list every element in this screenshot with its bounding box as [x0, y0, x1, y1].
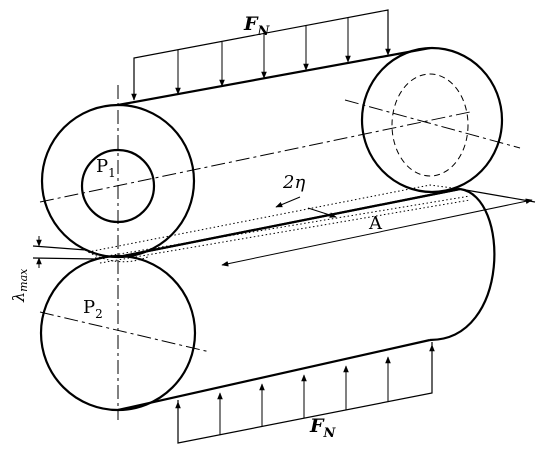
width-dimension-arrow [275, 196, 301, 208]
lower-roller-centerline [39, 311, 211, 353]
upper-roller-axis [39, 111, 471, 203]
bottom-force-frame [177, 342, 433, 444]
length-label: A [368, 213, 383, 234]
upper-roller-back-circle [360, 46, 504, 194]
top-force-arrows [131, 9, 391, 101]
indent-label: λmax [9, 268, 30, 303]
upper-roller-back-hidden-bore [391, 73, 469, 177]
force-bottom-label: FN [309, 415, 337, 441]
length-extension-line [459, 188, 536, 203]
width-label: 2η [282, 172, 305, 193]
contact-zone-upper-dotted [87, 184, 461, 253]
lower-roller-back-arc [429, 187, 496, 342]
length-dimension-line [221, 198, 533, 267]
length-dimension [221, 188, 536, 267]
indent-extension-line [32, 245, 87, 251]
indent-dimension [32, 236, 97, 268]
width-dimension [275, 196, 337, 218]
indent-extension-line [32, 257, 97, 260]
force-top-label: FN [243, 13, 271, 39]
roller2-label: P2 [83, 297, 103, 321]
lower-roller-top-edge [117, 187, 461, 259]
upper-roller-top-edge [117, 46, 431, 107]
contact-zone-lower-dotted [94, 195, 471, 264]
roller1-label: P1 [96, 156, 116, 180]
lower-roller-bottom-edge [117, 338, 431, 412]
bottom-force-arrows [175, 342, 435, 444]
width-dimension-arrow [307, 207, 337, 218]
upper-roller-back-centerline [344, 99, 521, 149]
